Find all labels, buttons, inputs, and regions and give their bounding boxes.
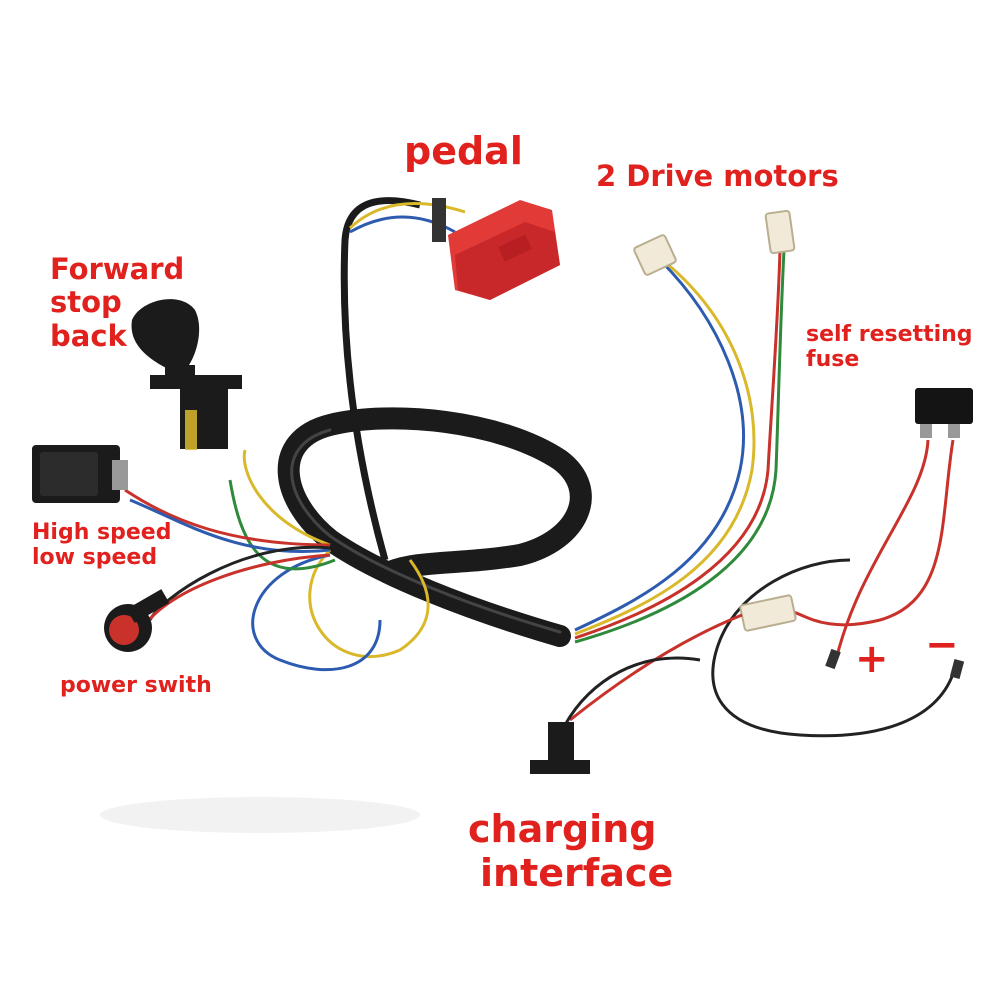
fuse-wire-red-2 <box>789 439 955 627</box>
left-wire-red-2 <box>143 553 331 626</box>
speed-rocker-switch <box>32 445 128 503</box>
label-fuse-line-2: fuse <box>806 347 860 373</box>
charging-wire-black <box>563 656 701 726</box>
label-fuse-line-1: self resetting <box>806 322 973 347</box>
label-low-speed: low speed <box>32 545 158 571</box>
label-power-switch: power swith <box>60 673 212 698</box>
fuse-component <box>915 388 973 438</box>
battery-wire-black <box>711 558 957 738</box>
left-wire-blue <box>251 553 382 672</box>
motor-wire-red <box>574 249 782 640</box>
label-charging-interface: charging interface <box>468 807 674 895</box>
left-wire-blue-2 <box>129 498 331 553</box>
joystick-switch <box>131 299 242 450</box>
label-plus: + <box>855 636 889 682</box>
label-stop: stop <box>50 285 122 320</box>
label-self-resetting-fuse: self resetting fuse <box>806 322 973 373</box>
motor-connector-left <box>633 234 677 276</box>
label-minus: − <box>925 622 959 668</box>
fuse-wire-red-1 <box>834 439 930 661</box>
motor-wire-green <box>574 249 786 644</box>
pedal-switch <box>432 198 560 300</box>
label-back: back <box>50 318 127 353</box>
left-wire-yellow <box>242 449 430 658</box>
label-forward: Forward <box>50 252 185 286</box>
motor-wire-blue <box>574 258 745 632</box>
label-drive-motors: 2 Drive motors <box>596 159 839 193</box>
label-forward-stop-back: Forward stop back <box>50 252 185 353</box>
pedal-wire-yellow <box>348 202 466 230</box>
battery-terminal-minus <box>949 659 965 679</box>
motor-wire-yellow <box>574 260 756 636</box>
label-interface: interface <box>480 850 674 895</box>
label-pedal: pedal <box>404 129 523 173</box>
battery-terminal-plus <box>825 648 841 670</box>
shadow <box>100 797 420 833</box>
harness-sleeve-highlight <box>290 428 562 634</box>
left-wire-red <box>124 488 331 547</box>
motor-connector-right <box>764 209 796 255</box>
harness-sleeve <box>277 407 592 647</box>
pedal-cable <box>340 197 421 561</box>
label-charging: charging <box>468 807 657 851</box>
inline-connector <box>739 594 797 632</box>
label-speed: High speed low speed <box>32 520 171 571</box>
charging-socket <box>530 722 590 774</box>
power-switch <box>104 589 170 652</box>
label-high-speed: High speed <box>32 520 172 545</box>
